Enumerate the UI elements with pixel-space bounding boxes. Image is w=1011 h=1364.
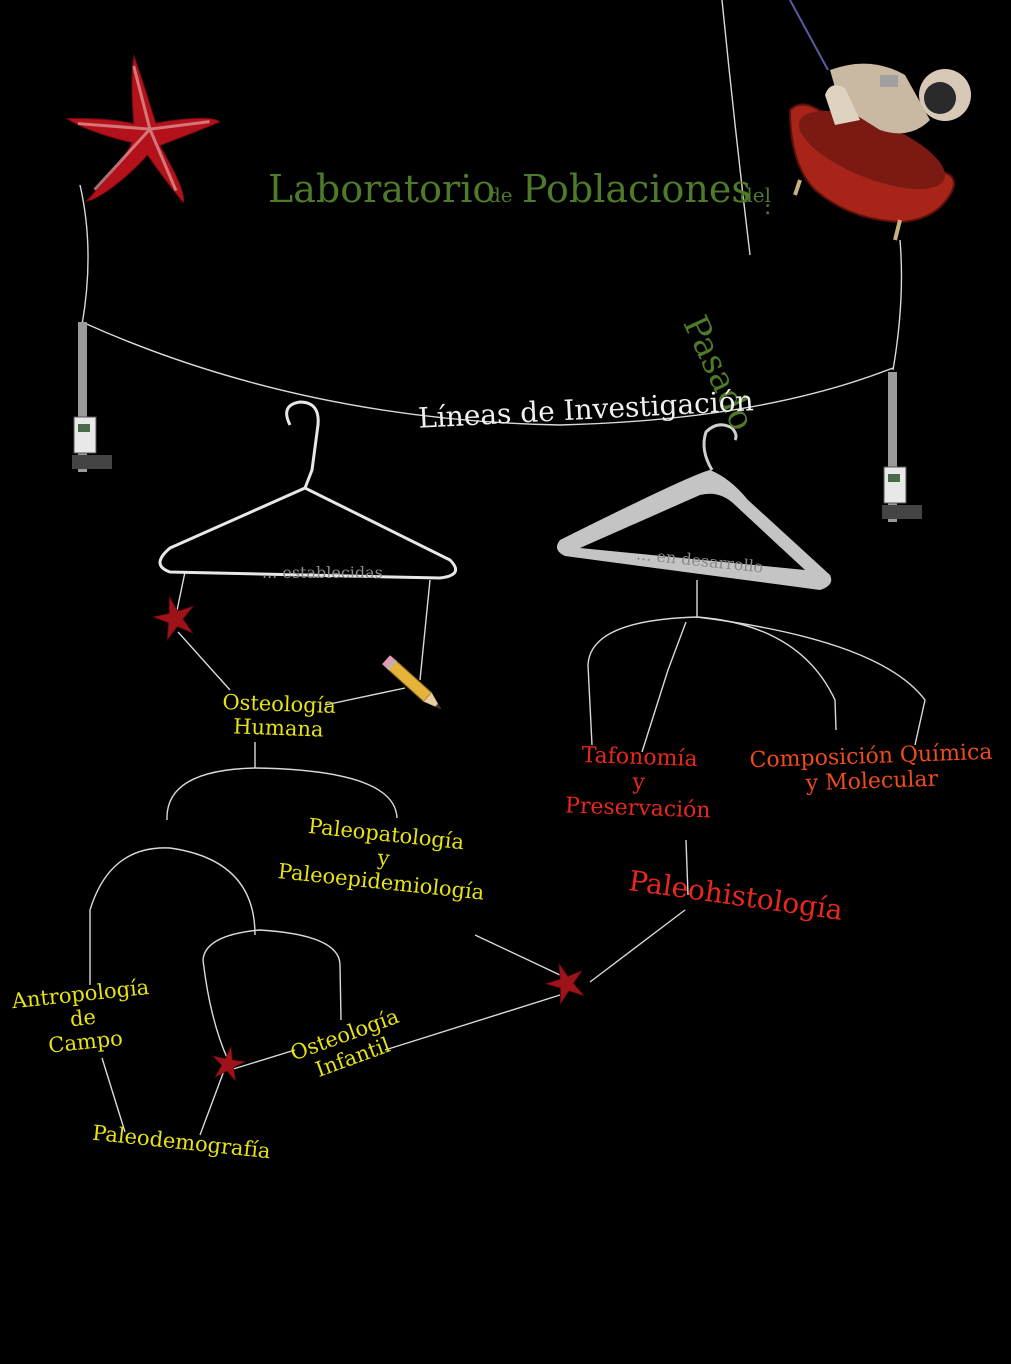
wires xyxy=(79,0,926,1136)
pencil-icon xyxy=(382,655,442,710)
wire-hanger-icon xyxy=(158,400,458,580)
node-tafonomia: Tafonomía y Preservación xyxy=(564,743,711,824)
caliper-icon xyxy=(882,372,922,522)
astronaut-bathtub-image xyxy=(788,63,971,241)
title-colon: : xyxy=(764,195,772,220)
title-de: de xyxy=(488,183,513,207)
starfish-icon xyxy=(208,1043,248,1083)
plastic-hanger-icon xyxy=(556,423,832,590)
caliper-icon xyxy=(72,322,112,472)
starfish-icon xyxy=(148,590,201,643)
hanger-label-established: ... establecidas xyxy=(262,563,383,582)
title-del: del xyxy=(740,183,772,207)
node-osteologia-humana: Osteología Humana xyxy=(222,690,337,742)
starfish-icon xyxy=(65,53,221,204)
node-antropologia-de-campo: Antropología de Campo xyxy=(10,974,151,1058)
title-poblaciones: Poblaciones xyxy=(522,167,751,211)
title-laboratorio: Laboratorio xyxy=(268,167,496,211)
node-composicion-quimica: Composición Química y Molecular xyxy=(749,739,993,797)
